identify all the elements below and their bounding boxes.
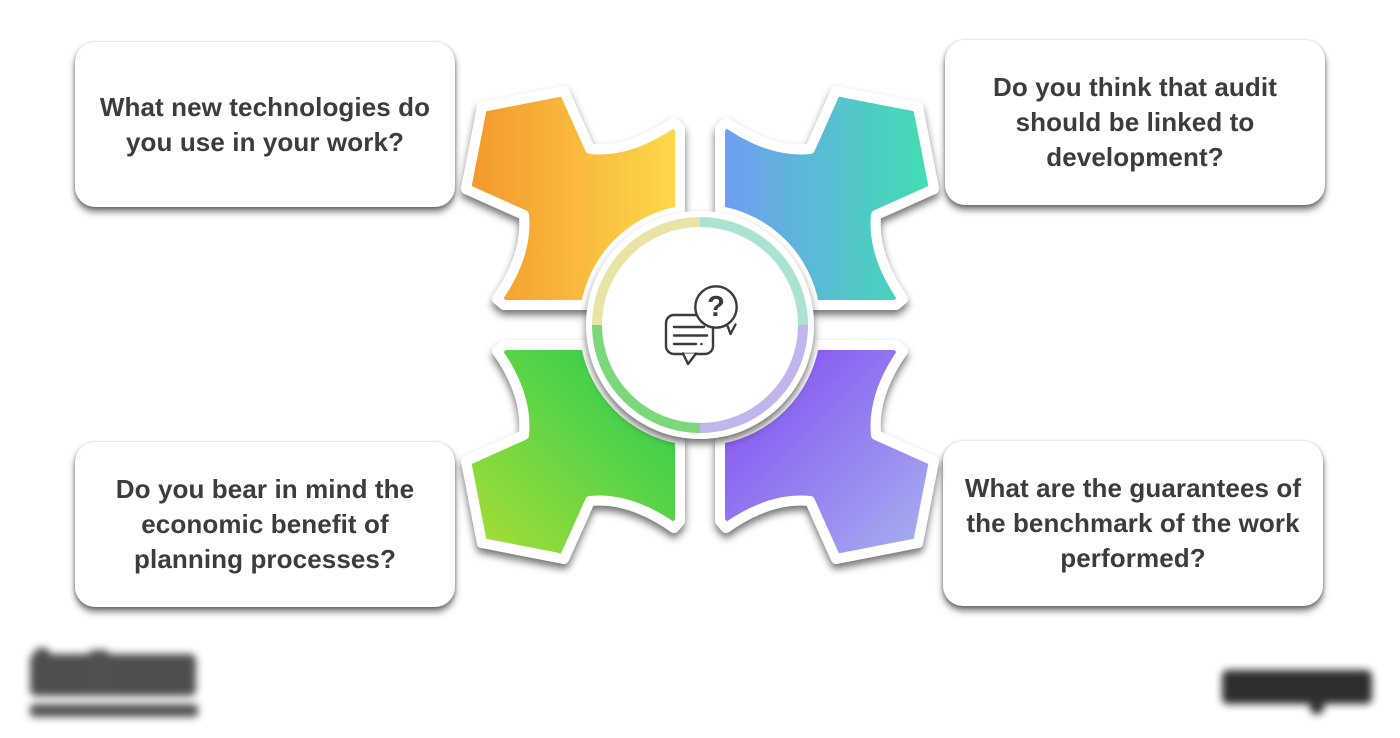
hub-inner-circle <box>603 228 797 422</box>
chat-bubble-tail <box>681 352 698 366</box>
question-bubble-icon <box>694 285 738 329</box>
question-text-top-right: Do you think that audit should be linked… <box>993 72 1277 172</box>
chat-lines-icon <box>672 325 709 346</box>
question-text-bottom-left: Do you bear in mind the economic benefit… <box>115 474 415 574</box>
question-mark-glyph: ? <box>707 291 725 323</box>
right-watermark-blurred-logo <box>1222 668 1378 718</box>
right-watermark-shape <box>1222 670 1372 704</box>
left-watermark-shape <box>88 650 110 696</box>
left-watermark-shape <box>34 648 50 696</box>
question-card-bottom-right: What are the guarantees of the benchmark… <box>943 441 1323 606</box>
question-text-bottom-right: What are the guarantees of the benchmark… <box>964 473 1302 573</box>
chat-question-icon: ? <box>664 285 738 366</box>
right-watermark-shape <box>1310 698 1324 714</box>
center-hub: ? <box>586 211 814 439</box>
left-watermark-tagline-shape <box>30 704 198 717</box>
question-text-top-left: What new technologies do you use in your… <box>99 91 431 157</box>
left-watermark-blurred-logo <box>30 648 206 720</box>
question-card-top-left: What new technologies do you use in your… <box>75 42 455 207</box>
hub-color-ring <box>592 217 808 433</box>
question-card-top-right: Do you think that audit should be linked… <box>945 40 1325 205</box>
radial-arrows-diagram: ? <box>450 75 950 575</box>
question-bubble-tail <box>725 323 737 336</box>
question-card-bottom-left: Do you bear in mind the economic benefit… <box>75 442 455 607</box>
left-watermark-shape <box>30 654 196 696</box>
